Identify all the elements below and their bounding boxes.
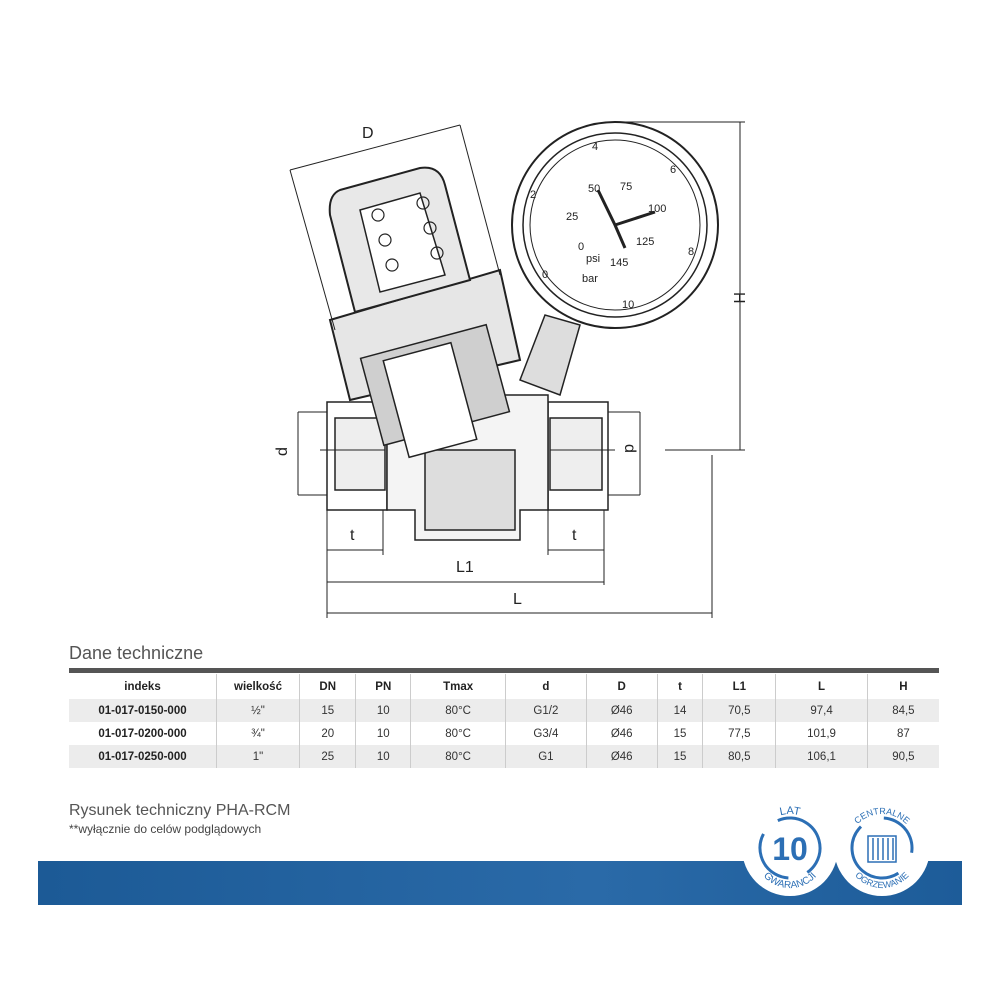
- svg-text:OGRZEWANIE: OGRZEWANIE: [853, 870, 910, 890]
- table-cell: 80°C: [410, 699, 507, 722]
- heating-bottom: OGRZEWANIE: [853, 870, 910, 890]
- table-header-row: indeks wielkość DN PN Tmax d D t L1 L H: [69, 674, 939, 699]
- bar-tick: 2: [530, 189, 536, 201]
- dim-d-left: d: [274, 447, 291, 456]
- table-cell: G1/2: [505, 699, 587, 722]
- col-header: D: [586, 674, 658, 699]
- table-cell: 70,5: [702, 699, 777, 722]
- dim-H: H: [730, 292, 747, 304]
- table-cell: 10: [355, 699, 412, 722]
- table-cell: Ø46: [586, 722, 658, 745]
- dim-L1: L1: [456, 559, 474, 576]
- section-title: Dane techniczne: [69, 643, 204, 663]
- preview-note: **wyłącznie do celów podglądowych: [69, 822, 262, 836]
- col-header: H: [899, 680, 908, 693]
- psi-tick: 145: [610, 257, 628, 269]
- table-cell: 90,5: [867, 745, 939, 768]
- dim-t-right: t: [572, 527, 577, 544]
- table-cell: 15: [657, 722, 704, 745]
- col-header: DN: [299, 674, 357, 699]
- psi-tick: 125: [636, 236, 654, 248]
- table-cell: 20: [299, 722, 357, 745]
- col-header: L: [775, 674, 868, 699]
- technical-data-table: indeks wielkość DN PN Tmax d D t L1 L H …: [69, 674, 939, 768]
- bar-tick: 10: [622, 299, 634, 311]
- col-header: PN: [355, 674, 412, 699]
- table-cell: G3/4: [505, 722, 587, 745]
- drawing-caption: Rysunek techniczny PHA-RCM: [69, 802, 291, 819]
- table-cell: 01-017-0150-000: [69, 699, 217, 722]
- table-cell: Ø46: [586, 699, 658, 722]
- table-header-rule: [69, 668, 939, 673]
- svg-text:LAT: LAT: [779, 805, 802, 818]
- gauge-bar-scale: 0 2 4 6 8 10: [530, 141, 694, 311]
- gauge-psi-scale: 0 25 50 75 100 125 145 psi bar: [566, 181, 666, 285]
- bar-tick: 8: [688, 246, 694, 258]
- radiator-icon: [867, 835, 897, 863]
- table-cell: 77,5: [702, 722, 777, 745]
- table-cell: 80°C: [410, 745, 507, 768]
- psi-tick: 100: [648, 203, 666, 215]
- table-cell: 25: [299, 745, 357, 768]
- col-header: t: [657, 674, 704, 699]
- dim-D: D: [362, 125, 374, 142]
- psi-tick: 50: [588, 183, 600, 195]
- table-cell: 10: [355, 722, 412, 745]
- table-cell: 15: [657, 745, 704, 768]
- col-header: d: [505, 674, 587, 699]
- table-cell: 10: [355, 745, 412, 768]
- table-cell: 84,5: [867, 699, 939, 722]
- col-header: L1: [702, 674, 777, 699]
- table-cell: 97,4: [775, 699, 868, 722]
- table-cell: 1": [216, 745, 300, 768]
- col-header: wielkość: [216, 674, 300, 699]
- psi-tick: 25: [566, 211, 578, 223]
- table-cell: 80,5: [702, 745, 777, 768]
- svg-text:CENTRALNE: CENTRALNE: [852, 806, 912, 826]
- psi-unit: psi: [586, 253, 600, 265]
- dim-L: L: [513, 591, 522, 608]
- table-cell: 01-017-0250-000: [69, 745, 217, 768]
- heating-badge: CENTRALNE OGRZEWANIE: [834, 800, 930, 896]
- col-header: indeks: [69, 674, 217, 699]
- warranty-bottom: GWARANCJI: [761, 870, 818, 891]
- table-cell: 106,1: [775, 745, 868, 768]
- warranty-badge: LAT 10 GWARANCJI: [742, 800, 838, 896]
- technical-drawing: D H d d t t L1 L 0 2 4 6 8 10 0 25 50 75…: [274, 121, 747, 618]
- table-cell: 01-017-0200-000: [69, 722, 217, 745]
- col-header: Tmax: [410, 674, 507, 699]
- svg-text:GWARANCJI: GWARANCJI: [761, 870, 818, 891]
- dim-t-left: t: [350, 527, 355, 544]
- table-cell: G1: [505, 745, 587, 768]
- bar-tick: 4: [592, 141, 598, 153]
- warranty-number: 10: [772, 831, 808, 867]
- psi-tick: 0: [578, 241, 584, 253]
- table-cell: 87: [896, 727, 910, 740]
- table-cell: Ø46: [586, 745, 658, 768]
- heating-top: CENTRALNE: [852, 806, 912, 826]
- table-cell: ¾": [216, 722, 300, 745]
- table-cell: 80°C: [410, 722, 507, 745]
- bar-tick: 6: [670, 164, 676, 176]
- table-cell: 14: [657, 699, 704, 722]
- warranty-top: LAT: [779, 805, 802, 818]
- table-cell: 15: [299, 699, 357, 722]
- table-cell: 101,9: [775, 722, 868, 745]
- bar-tick: 0: [542, 269, 548, 281]
- psi-tick: 75: [620, 181, 632, 193]
- bar-unit: bar: [582, 273, 598, 285]
- table-cell: ½": [216, 699, 300, 722]
- dim-d-right: d: [621, 444, 638, 453]
